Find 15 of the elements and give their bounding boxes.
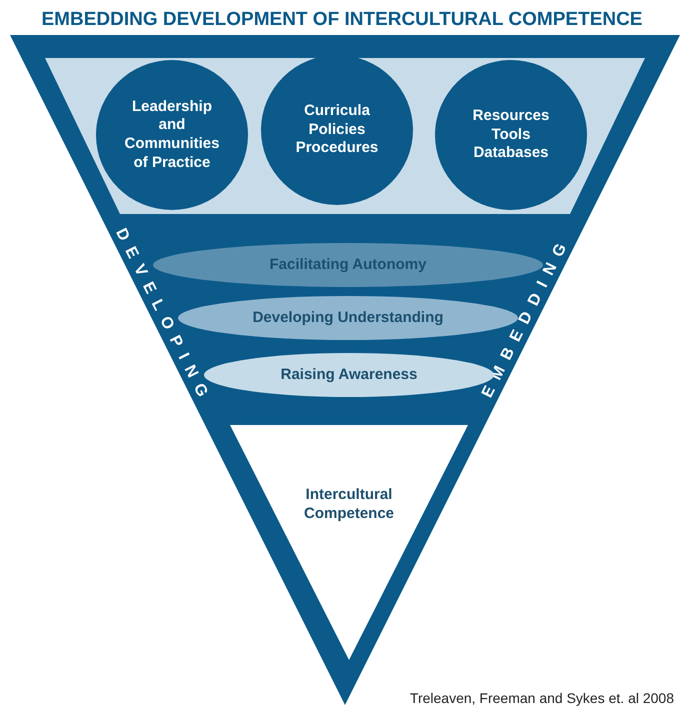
node-label: Leadership and Communities of Practice (124, 98, 220, 172)
node-label: Resources Tools Databases (472, 106, 550, 164)
circle-node (435, 60, 587, 210)
node-label: Facilitating Autonomy (270, 256, 426, 274)
node-label: Curricula Policies Procedures (294, 102, 380, 158)
title: EMBEDDING DEVELOPMENT OF INTERCULTURAL COMPETENCE (40, 8, 644, 32)
trapezoid-band (45, 58, 645, 214)
node-label: Intercultural Competence (302, 486, 396, 524)
node-label: Developing Understanding (252, 308, 444, 328)
circle-node (96, 60, 248, 210)
node-label: Raising Awareness (280, 366, 418, 384)
caption: Treleaven, Freeman and Sykes et. al 2008 (410, 690, 674, 708)
inverted-triangle (10, 35, 680, 705)
inner-triangle (230, 425, 468, 660)
circle-node (261, 55, 413, 205)
